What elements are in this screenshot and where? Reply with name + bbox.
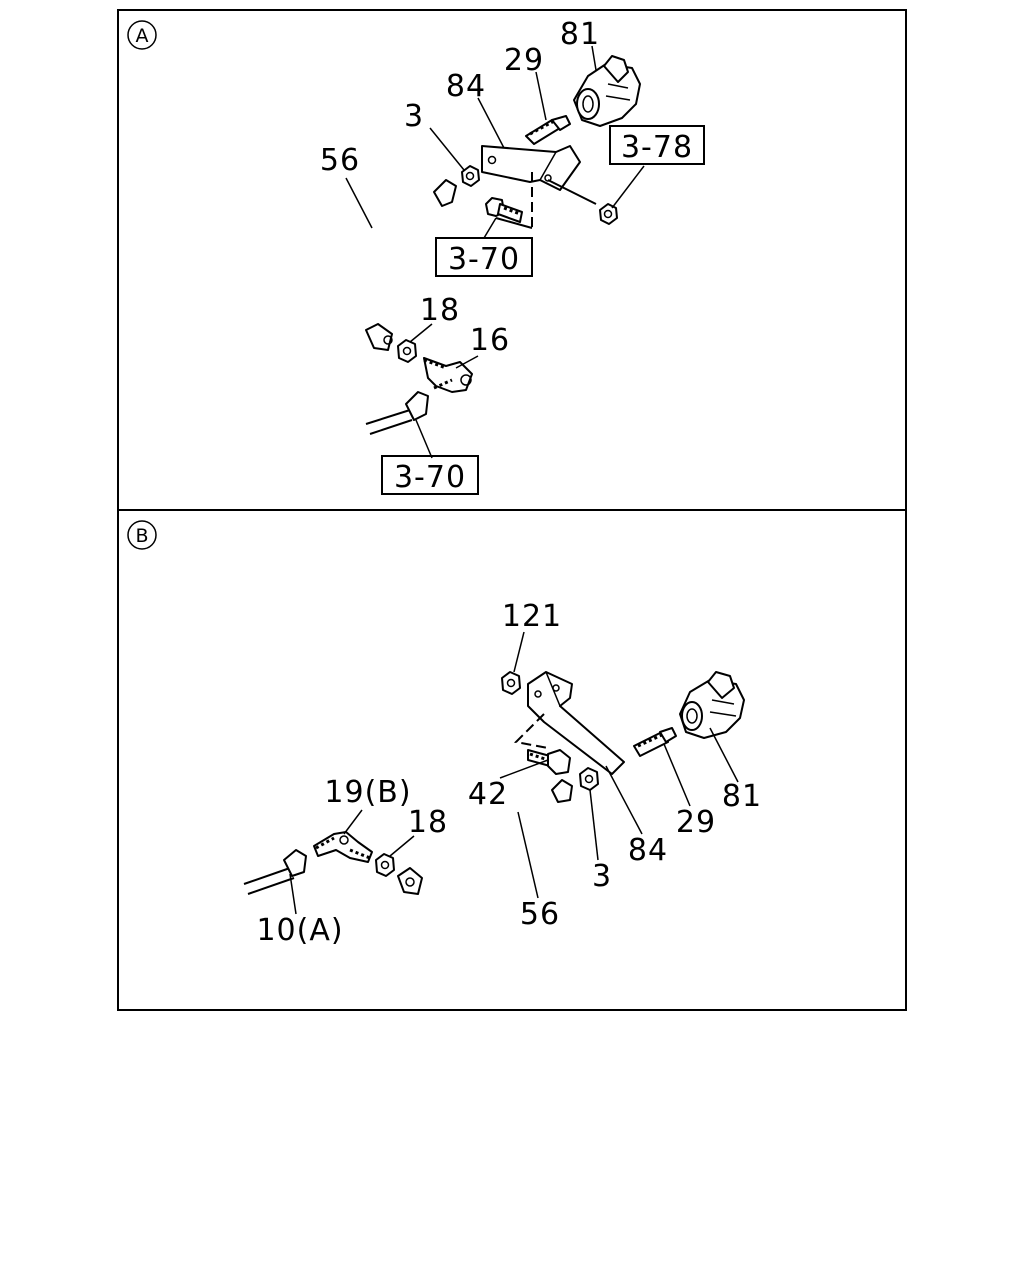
- callout-18-b: 18: [408, 805, 448, 840]
- callout-81-a: 81: [560, 17, 600, 52]
- panel-b: B: [127, 520, 762, 948]
- callout-29-b: 29: [676, 805, 716, 840]
- nut-18-a: [397, 339, 417, 363]
- callout-121: 121: [502, 599, 562, 634]
- pipe-56-a: [332, 179, 457, 351]
- bolt-a: [485, 197, 523, 223]
- callout-3-b: 3: [592, 859, 612, 894]
- callout-16-a: 16: [470, 323, 510, 358]
- bolt-42: [527, 749, 571, 775]
- fitting-29-b: [633, 727, 677, 757]
- callout-3-a: 3: [404, 99, 424, 134]
- ref-box-3-78: [609, 125, 705, 165]
- callout-18-a: 18: [420, 293, 460, 328]
- fitting-19b: [313, 831, 373, 863]
- fitting-29: [525, 115, 571, 145]
- coupling-head-81: [573, 55, 641, 127]
- nut-right-a: [599, 203, 618, 225]
- coupling-head-81-b: [679, 671, 745, 739]
- bracket-84-b: [527, 671, 625, 775]
- nut-3-a: [461, 165, 480, 187]
- panel-a: A: [127, 17, 705, 495]
- pipe-10a: [243, 849, 307, 895]
- lower-pipe-a: [365, 391, 429, 435]
- nut-3-b: [579, 767, 599, 791]
- callout-81-b: 81: [722, 779, 762, 814]
- callout-56-b: 56: [520, 897, 560, 932]
- ref-3-70-lower: 3-70: [394, 460, 466, 495]
- callout-56-a: 56: [320, 143, 360, 178]
- ref-3-78: 3-78: [621, 130, 693, 165]
- nut-121: [501, 671, 521, 695]
- panel-b-frame: [117, 509, 907, 1011]
- pipe-56-b: [397, 779, 573, 895]
- ref-3-70-upper: 3-70: [448, 242, 520, 277]
- callout-10a: 10(A): [256, 913, 343, 948]
- callout-42: 42: [468, 777, 508, 812]
- panel-a-marker: A: [136, 25, 149, 47]
- callout-84-b: 84: [628, 833, 668, 868]
- callout-84-a: 84: [446, 69, 486, 104]
- nut-18-b: [375, 853, 395, 877]
- ref-box-3-70-lower: [381, 455, 479, 495]
- callout-29-a: 29: [504, 43, 544, 78]
- callout-19b: 19(B): [324, 775, 411, 810]
- panel-b-marker: B: [135, 525, 148, 547]
- bracket-84: [481, 145, 581, 191]
- ref-box-3-70-upper: [435, 237, 533, 277]
